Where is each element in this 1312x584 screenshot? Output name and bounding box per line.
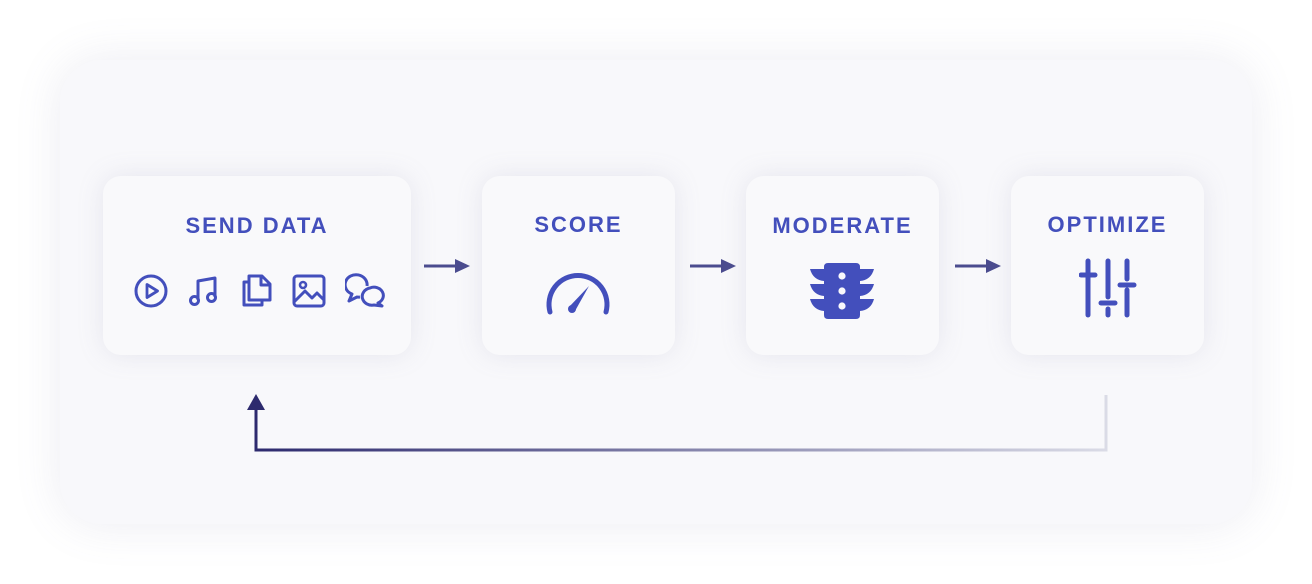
card-score: SCORE: [482, 176, 675, 355]
optimize-title: OPTIMIZE: [1047, 212, 1168, 237]
play-circle-icon: [134, 274, 168, 308]
sliders-icon: [1079, 258, 1137, 318]
card-moderate: MODERATE: [746, 176, 939, 355]
moderate-title: MODERATE: [772, 213, 913, 238]
traffic-light-icon: [810, 263, 874, 319]
feedback-loop-arrow: [247, 394, 1108, 452]
arrow-score-to-moderate: [690, 259, 736, 273]
send-data-title: SEND DATA: [185, 213, 329, 238]
arrow-send-to-score: [424, 259, 470, 273]
arrow-moderate-to-optimize: [955, 259, 1001, 273]
files-icon: [242, 274, 272, 307]
card-send-data: SEND DATA: [103, 176, 411, 355]
speedometer-icon: [546, 272, 610, 315]
chat-bubbles-icon: [345, 273, 385, 308]
image-icon: [292, 274, 326, 308]
music-note-icon: [189, 276, 217, 306]
card-optimize: OPTIMIZE: [1011, 176, 1204, 355]
score-title: SCORE: [534, 212, 623, 237]
